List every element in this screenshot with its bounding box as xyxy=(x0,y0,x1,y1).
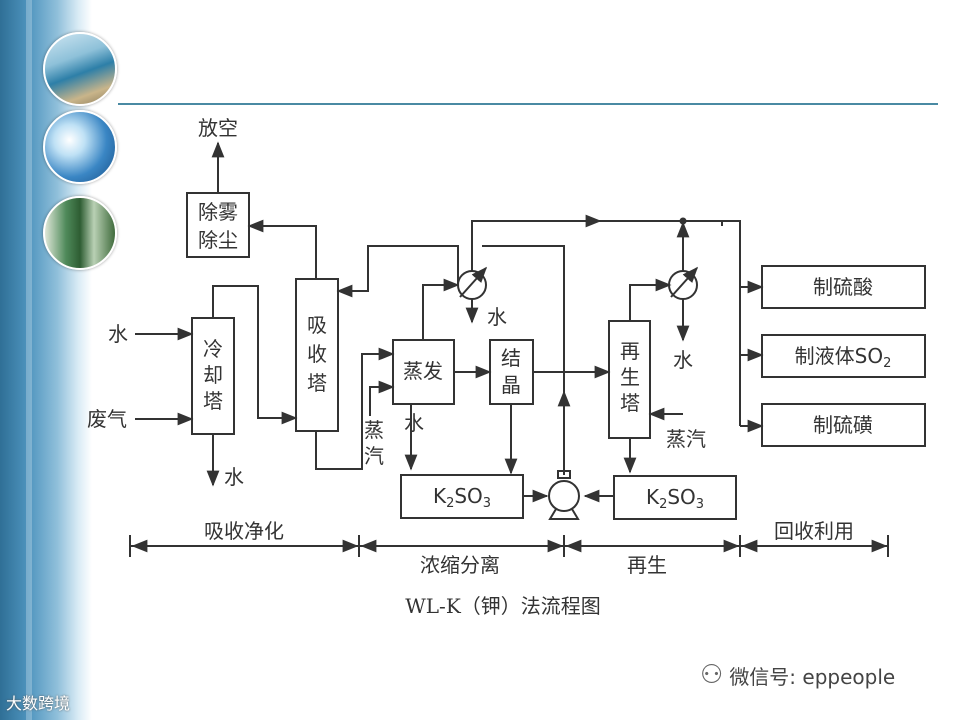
absorber-char-2: 收 xyxy=(307,342,327,366)
stage-recovery: 回收利用 xyxy=(774,519,854,543)
stage-concentration: 浓缩分离 xyxy=(420,553,500,577)
crystallizer-char-2: 晶 xyxy=(501,373,521,397)
stage-regeneration: 再生 xyxy=(627,553,667,577)
sidebar-stripe xyxy=(26,0,32,720)
evaporator-label: 蒸发 xyxy=(403,359,443,383)
cooling-tower-char-2: 却 xyxy=(203,363,223,387)
diagram-title: WL-K（钾）法流程图 xyxy=(405,594,601,618)
regen-steam-label: 蒸汽 xyxy=(666,427,706,451)
steam-char-1: 蒸 xyxy=(364,418,384,442)
demister-label-2: 除尘 xyxy=(198,228,238,252)
pipes-photo-thumbnail xyxy=(43,110,117,184)
demister-label-1: 除雾 xyxy=(198,200,238,224)
regenerator-char-1: 再 xyxy=(620,339,640,363)
header-divider xyxy=(118,103,938,105)
cooling-water-out-label: 水 xyxy=(224,465,244,489)
absorber-char-1: 吸 xyxy=(307,313,327,337)
condenser1-water-label: 水 xyxy=(487,305,507,329)
sulfur-label: 制硫磺 xyxy=(813,413,873,437)
condenser2-water-label: 水 xyxy=(673,348,693,372)
liquid-so2-label: 制液体SO2 xyxy=(795,344,892,371)
stage-absorption: 吸收净化 xyxy=(204,519,284,543)
k2so3-right-label: K2SO3 xyxy=(646,485,704,512)
waste-gas-label: 废气 xyxy=(87,407,127,431)
absorber-char-3: 塔 xyxy=(307,371,327,395)
cooling-tower-char-3: 塔 xyxy=(203,389,223,413)
wechat-icon: ⚇ xyxy=(700,660,724,690)
watermark-left: 大数跨境 xyxy=(6,694,71,713)
k2so3-box-right xyxy=(613,475,737,520)
water-in-label: 水 xyxy=(108,322,128,346)
steam-char-2: 汽 xyxy=(364,444,384,468)
water-photo-thumbnail xyxy=(43,32,117,106)
vent-label: 放空 xyxy=(198,116,238,140)
bottles-photo-thumbnail xyxy=(43,196,117,270)
regenerator-char-3: 塔 xyxy=(620,391,640,415)
sulfuric-acid-label: 制硫酸 xyxy=(813,275,873,299)
watermark-right: ⚇ 微信号: eppeople xyxy=(700,660,895,690)
evaporator-water-label: 水 xyxy=(404,411,424,435)
crystallizer-char-1: 结 xyxy=(501,346,521,370)
wechat-id-text: 微信号: eppeople xyxy=(729,664,896,689)
k2so3-left-label: K2SO3 xyxy=(433,484,491,511)
pump xyxy=(548,480,580,512)
cooling-tower-char-1: 冷 xyxy=(203,337,223,361)
regenerator-char-2: 生 xyxy=(620,365,640,389)
